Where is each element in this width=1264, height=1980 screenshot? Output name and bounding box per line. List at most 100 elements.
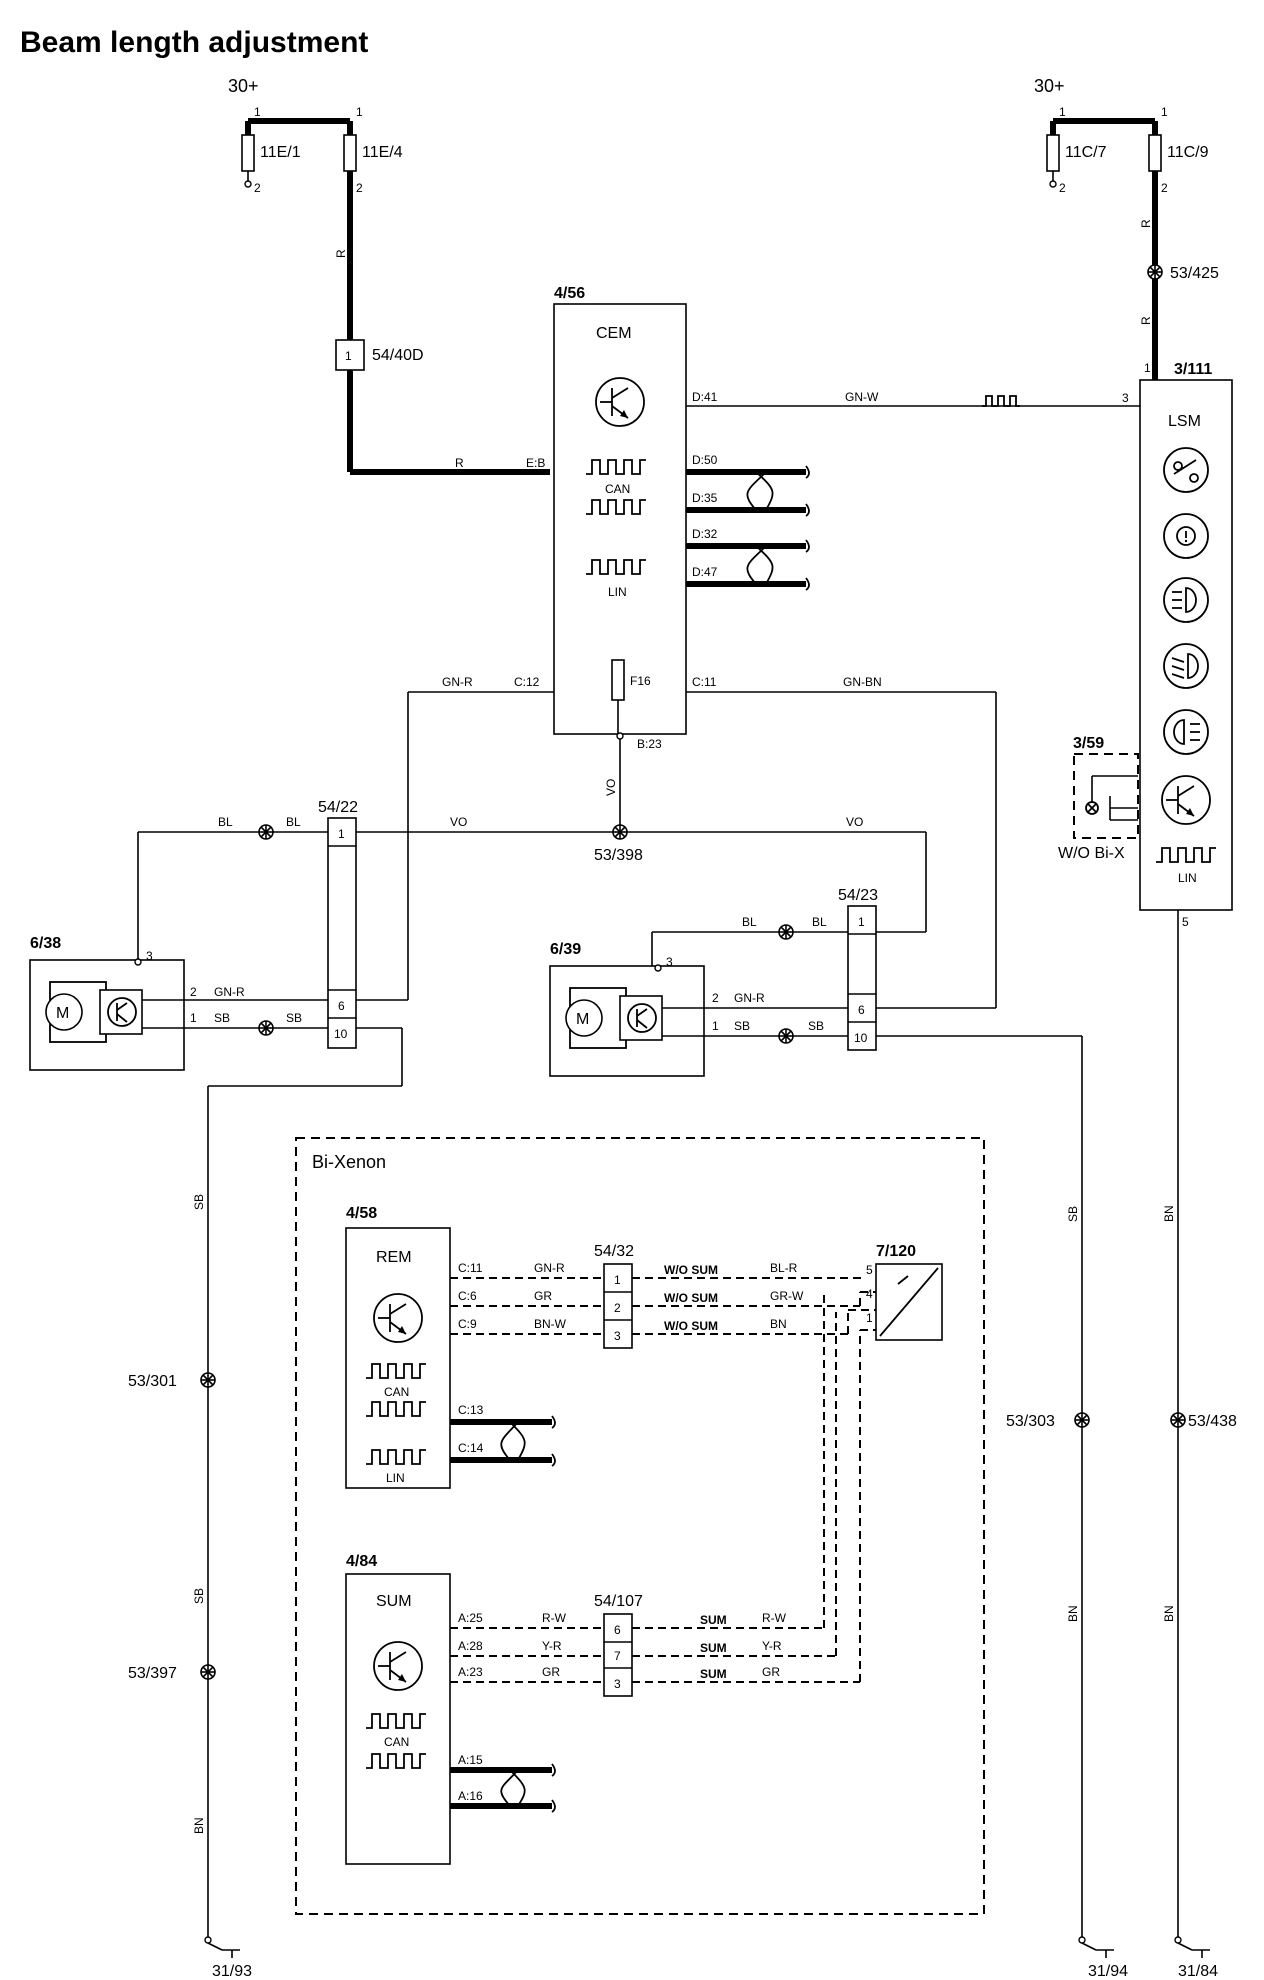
fuse-11c9: [1148, 134, 1162, 172]
svg-text:BL: BL: [742, 915, 757, 929]
motor-6-39: 6/39 M 3 2 1: [549, 941, 719, 1077]
svg-text:1: 1: [866, 1311, 873, 1325]
svg-text:BL: BL: [286, 815, 301, 829]
ground-31-93-label: 31/93: [212, 1963, 252, 1980]
splice-53-425-label: 53/425: [1170, 265, 1219, 282]
splice-53-398: [612, 824, 628, 840]
svg-text:VO: VO: [846, 815, 863, 829]
svg-text:BN: BN: [770, 1317, 787, 1331]
svg-text:BN: BN: [1162, 1205, 1176, 1222]
svg-text:2: 2: [712, 991, 719, 1005]
svg-text:C:11: C:11: [692, 675, 717, 689]
svg-text:Y-R: Y-R: [762, 1639, 782, 1653]
splice-icon: [258, 824, 274, 840]
svg-text:5: 5: [1182, 915, 1189, 929]
bixenon-section: Bi-Xenon 4/58 REM CAN LIN C:11 C:6 C:9 C…: [295, 1137, 985, 1915]
svg-text:R-W: R-W: [542, 1611, 567, 1625]
svg-text:Y-R: Y-R: [542, 1639, 562, 1653]
cem-feed-wire: R 1 54/40D R E:B: [334, 171, 550, 475]
svg-text:2: 2: [356, 181, 363, 195]
splice-53-438-label: 53/438: [1188, 1413, 1237, 1430]
lsm-label: LSM: [1168, 413, 1201, 430]
level-sensor-7-120: 7/120 5 4 1: [866, 1243, 943, 1341]
cem-bus-wires: [686, 465, 810, 591]
svg-text:BL: BL: [218, 815, 233, 829]
svg-text:1: 1: [614, 1273, 621, 1287]
sensor-7-120-id: 7/120: [876, 1243, 916, 1260]
transistor-icon: [373, 1641, 423, 1691]
fuse-f16: [611, 659, 625, 701]
svg-text:SUM: SUM: [700, 1667, 727, 1681]
svg-text:GN-R: GN-R: [442, 675, 473, 689]
wire-vo: VO VO VO 53/398: [356, 739, 927, 933]
svg-text:BN: BN: [192, 1817, 206, 1834]
rem-id: 4/58: [346, 1205, 377, 1222]
svg-text:C:13: C:13: [458, 1403, 484, 1417]
svg-text:R: R: [455, 456, 464, 470]
fuse-11c7-label: 11C/7: [1065, 144, 1107, 161]
svg-text:W/O SUM: W/O SUM: [664, 1263, 718, 1277]
sum-label: SUM: [376, 1593, 412, 1610]
left-power-supply: 30+ 11E/1 11E/4 1 1 2 2: [228, 76, 403, 195]
svg-text:R: R: [1139, 316, 1153, 325]
wire-gn-r-left: GN-R: [356, 675, 554, 1001]
svg-text:SB: SB: [192, 1588, 206, 1604]
svg-text:A:15: A:15: [458, 1753, 483, 1767]
svg-text:VO: VO: [604, 779, 618, 796]
rem-bus-wires: [450, 1415, 556, 1467]
svg-text:10: 10: [334, 1027, 348, 1041]
svg-text:R-W: R-W: [762, 1611, 787, 1625]
headlight-beam-icon: [1163, 643, 1209, 689]
wire-bl-right: BL BL: [651, 915, 848, 966]
motor-6-38-wires: GN-R SB SB: [184, 985, 328, 1036]
ground-31-94-path: SB BN 53/303 31/94: [876, 1035, 1128, 1980]
sum-id: 4/84: [346, 1553, 377, 1570]
svg-text:1: 1: [190, 1011, 197, 1025]
transistor-icon: [373, 1293, 423, 1343]
motor-6-39-wires: GN-R SB SB: [704, 991, 848, 1044]
motor-6-38-id: 6/38: [30, 935, 61, 952]
ground-31-94-label: 31/94: [1088, 1963, 1128, 1980]
ground-31-93-path: SB SB BN 53/301 53/397 31/93: [128, 1027, 403, 1980]
svg-text:LIN: LIN: [1178, 871, 1197, 885]
splice-53-398-label: 53/398: [594, 847, 643, 864]
bixenon-label: Bi-Xenon: [312, 1152, 386, 1172]
svg-text:W/O SUM: W/O SUM: [664, 1291, 718, 1305]
ground-31-84-label: 31/84: [1178, 1963, 1218, 1980]
svg-text:GN-R: GN-R: [214, 985, 245, 999]
svg-text:CAN: CAN: [605, 482, 630, 496]
cem-label: CEM: [596, 325, 632, 342]
light-switch-icon: [1163, 447, 1209, 493]
fog-light-icon: [1163, 577, 1209, 623]
motor-icon: [565, 999, 603, 1037]
svg-text:1: 1: [1059, 105, 1066, 119]
svg-text:CAN: CAN: [384, 1385, 409, 1399]
supply-label-left: 30+: [228, 76, 259, 96]
svg-text:D:35: D:35: [692, 491, 718, 505]
svg-text:3: 3: [614, 1677, 621, 1691]
svg-text:LIN: LIN: [386, 1471, 405, 1485]
connector-54-107-label: 54/107: [594, 1593, 643, 1610]
svg-text:BN: BN: [1162, 1605, 1176, 1622]
svg-text:SB: SB: [808, 1019, 824, 1033]
svg-text:1: 1: [254, 105, 261, 119]
splice-icon: [258, 1020, 274, 1036]
motor-6-38: 6/38 M 3 2 1: [29, 935, 197, 1071]
svg-text:1: 1: [1144, 361, 1151, 375]
svg-text:6: 6: [858, 1003, 865, 1017]
svg-text:GN-W: GN-W: [845, 390, 879, 404]
wire-bl-left: BL BL: [137, 815, 328, 960]
splice-53-301-label: 53/301: [128, 1373, 177, 1390]
svg-text:SB: SB: [1066, 1206, 1080, 1222]
cem-id: 4/56: [554, 285, 585, 302]
svg-text:2: 2: [1161, 181, 1168, 195]
lsm-module: 3/111 1 LSM: [1139, 361, 1233, 929]
fuse-11e4: [343, 134, 357, 172]
svg-text:3: 3: [614, 1329, 621, 1343]
svg-text:M: M: [576, 1011, 589, 1028]
connector-54-22: 54/22 1 6 10: [318, 799, 358, 1049]
svg-text:3: 3: [1122, 391, 1129, 405]
svg-text:4: 4: [866, 1287, 873, 1301]
right-power-supply: 30+ 11C/7 11C/9 1 1 2 2 R R 53/425: [1034, 76, 1219, 380]
